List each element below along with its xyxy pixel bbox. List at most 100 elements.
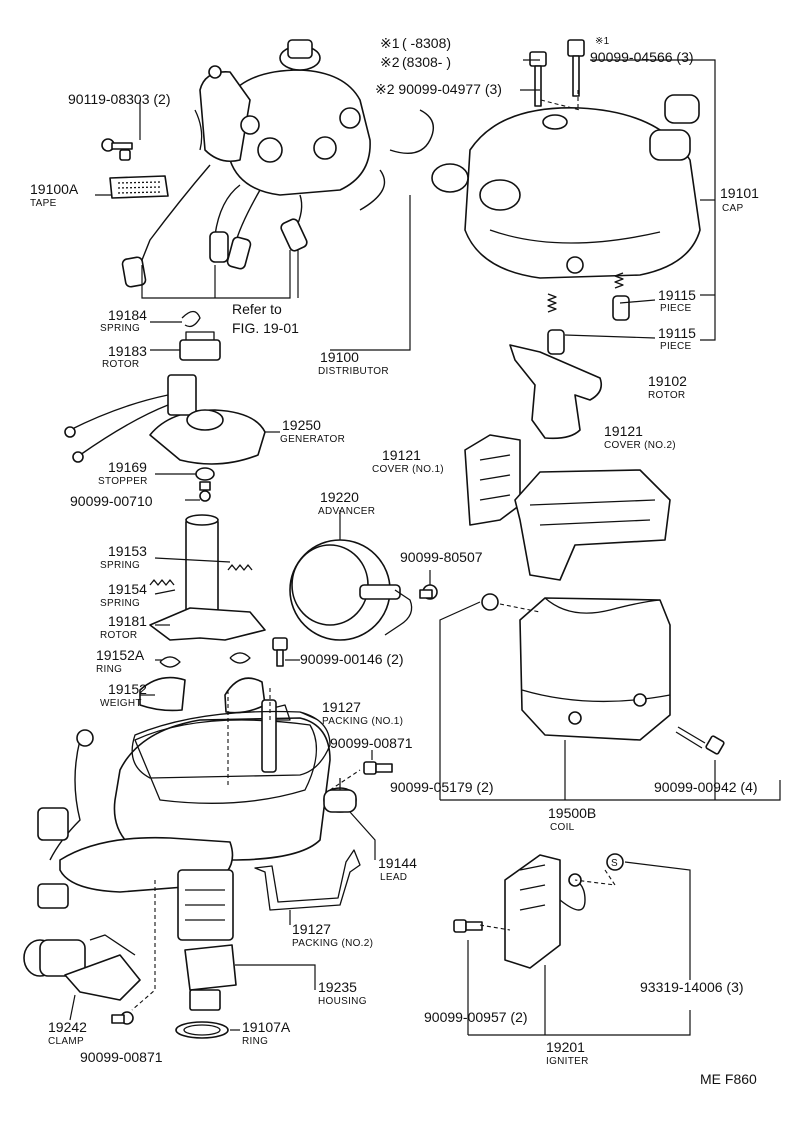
part-igniter-name: IGNITER <box>546 1056 589 1067</box>
part-stopper-number: 19169 <box>108 459 147 475</box>
part-generator-name: GENERATOR <box>280 434 345 445</box>
part-clamp-number: 19242 <box>48 1019 87 1035</box>
cover-1-drawing <box>464 434 521 526</box>
part-housing-number: 19235 <box>318 979 357 995</box>
cover-2-drawing <box>514 469 671 581</box>
refer-line-2: FIG. 19-01 <box>232 320 299 336</box>
clamp-drawing <box>23 934 141 1025</box>
part-weight-name: WEIGHT <box>100 698 142 709</box>
labels: ※1 ( -8308) ※2 (8308- ) ※1 90099-04566 (… <box>30 35 759 1087</box>
part-rotor-19102-number: 19102 <box>648 373 687 389</box>
legend-mark-2: ※2 <box>380 54 400 70</box>
part-distributor-name: DISTRIBUTOR <box>318 366 389 377</box>
part-spring-19184-number: 19184 <box>108 307 147 323</box>
weights-drawing <box>139 676 266 714</box>
part-rotor-19181-name: ROTOR <box>100 630 137 641</box>
part-clamp-name: CLAMP <box>48 1036 84 1047</box>
bolt-00942-label: 90099-00942 (4) <box>654 779 758 795</box>
piece-springs-drawing <box>547 272 630 355</box>
part-piece-2-number: 19115 <box>658 325 696 341</box>
coil-drawing <box>481 593 671 741</box>
part-weight-number: 19152 <box>108 681 147 697</box>
bolt-90119-08303-drawing <box>101 138 133 161</box>
part-cap-number: 19101 <box>720 185 759 201</box>
screw-04566-drawing <box>567 39 585 97</box>
screw-00871-a-drawing <box>363 761 393 775</box>
part-rotor-19102-name: ROTOR <box>648 390 685 401</box>
ring-19152a-drawing <box>159 652 251 668</box>
leader-lines <box>69 59 781 1036</box>
part-rotor-19183-number: 19183 <box>108 343 147 359</box>
screw-00942-drawing <box>675 726 725 755</box>
part-ring-19152a-name: RING <box>96 664 122 675</box>
part-cover-1-name: COVER (NO.1) <box>372 464 444 475</box>
part-coil-name: COIL <box>550 822 575 833</box>
screw-04977-drawing <box>529 51 547 107</box>
bolt-04566-label: 90099-04566 (3) <box>590 49 694 65</box>
refer-line-1: Refer to <box>232 301 282 317</box>
bolt-00871-lower-label: 90099-00871 <box>80 1049 163 1065</box>
part-cap-name: CAP <box>722 203 743 214</box>
bolt-04977-label: ※2 90099-04977 (3) <box>375 81 502 97</box>
part-piece-1-name: PIECE <box>660 303 692 314</box>
part-tape-number: 19100A <box>30 181 79 197</box>
part-spring-19153-name: SPRING <box>100 560 140 571</box>
part-cover-2-name: COVER (NO.2) <box>604 440 676 451</box>
shaft-drawing <box>149 514 266 641</box>
part-packing-1-name: PACKING (NO.1) <box>322 716 403 727</box>
spring-19184-drawing <box>181 310 201 328</box>
bolt-08303-label: 90119-08303 (2) <box>68 91 170 107</box>
part-stopper-name: STOPPER <box>98 476 148 487</box>
igniter-drawing <box>453 853 624 969</box>
s-mark: S <box>611 858 618 869</box>
part-spring-19184-name: SPRING <box>100 323 140 334</box>
bolt-04566-mark: ※1 <box>595 36 610 47</box>
part-generator-number: 19250 <box>282 417 321 433</box>
ring-19107a-drawing <box>175 1021 229 1039</box>
cap-drawing <box>431 94 701 279</box>
part-spring-19154-name: SPRING <box>100 598 140 609</box>
part-housing-name: HOUSING <box>318 996 367 1007</box>
bolt-00871-upper-label: 90099-00871 <box>330 735 413 751</box>
part-spring-19154-number: 19154 <box>108 581 147 597</box>
packing-1-drawing <box>131 710 331 779</box>
part-coil-number: 19500B <box>548 805 596 821</box>
part-tape-name: TAPE <box>30 198 57 209</box>
part-cover-2-number: 19121 <box>604 423 643 439</box>
part-packing-2-number: 19127 <box>292 921 331 937</box>
part-advancer-name: ADVANCER <box>318 506 375 517</box>
packing-2-drawing <box>254 849 361 911</box>
stopper-drawing <box>195 467 215 502</box>
figure-reference: ME F860 <box>700 1071 757 1087</box>
generator-drawing <box>64 374 266 465</box>
part-advancer-number: 19220 <box>320 489 359 505</box>
distributor-drawing <box>121 39 434 288</box>
legend-mark-1: ※1 <box>380 35 400 51</box>
part-piece-1-number: 19115 <box>658 287 696 303</box>
bolt-00957-label: 90099-00957 (2) <box>424 1009 528 1025</box>
legend-range-2: (8308- ) <box>402 54 451 70</box>
legend-range-1: ( -8308) <box>402 35 451 51</box>
screw-00146-drawing <box>272 637 288 667</box>
part-piece-2-name: PIECE <box>660 341 692 352</box>
bolt-80507-label: 90099-80507 <box>400 549 483 565</box>
advancer-drawing <box>289 539 438 641</box>
part-distributor-number: 19100 <box>320 349 359 365</box>
bolt-14006-label: 93319-14006 (3) <box>640 979 744 995</box>
part-igniter-number: 19201 <box>546 1039 585 1055</box>
bolt-00710-label: 90099-00710 <box>70 493 153 509</box>
part-rotor-19183-name: ROTOR <box>102 359 139 370</box>
part-ring-19152a-number: 19152A <box>96 647 145 663</box>
part-ring-19107a-name: RING <box>242 1036 268 1047</box>
part-spring-19153-number: 19153 <box>108 543 147 559</box>
lead-drawing <box>323 778 357 813</box>
part-lead-number: 19144 <box>378 855 417 871</box>
housing-body-drawing <box>37 699 331 1011</box>
part-packing-1-number: 19127 <box>322 699 361 715</box>
tape-drawing <box>109 175 169 199</box>
rotor-19183-drawing <box>179 331 221 361</box>
part-lead-name: LEAD <box>380 872 407 883</box>
rotor-19102-drawing <box>509 344 603 440</box>
